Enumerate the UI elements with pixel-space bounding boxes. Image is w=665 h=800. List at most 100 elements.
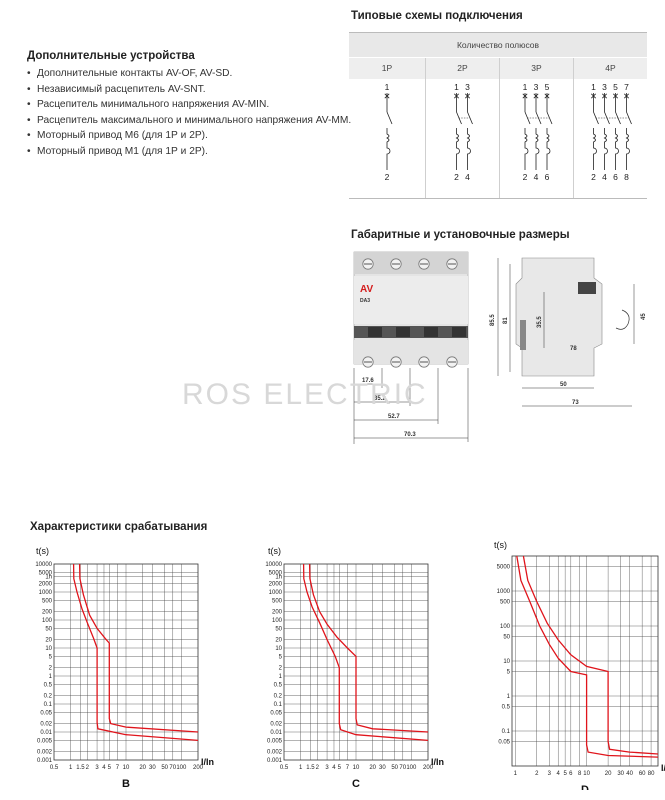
pole-terminal-top: 3 — [534, 82, 539, 92]
y-tick-label: 1000 — [269, 590, 283, 596]
x-tick-label: 10 — [583, 771, 590, 777]
pole-terminal-bottom: 8 — [624, 172, 629, 182]
y-tick-label: 1 — [279, 674, 283, 680]
x-tick-label: 6 — [569, 771, 573, 777]
x-tick-label: 7 — [116, 765, 120, 771]
y-tick-label: 50 — [45, 626, 52, 632]
dim-35-5: 35.5 — [537, 316, 543, 328]
pole-terminal-bottom: 2 — [454, 172, 459, 182]
dimension-lines — [353, 368, 469, 444]
x-tick-label: 4 — [332, 765, 336, 771]
y-tick-label: 0.01 — [270, 730, 282, 736]
y-tick-label: 0.05 — [40, 710, 52, 716]
y-tick-label: 5000 — [497, 565, 511, 571]
chart-name: C — [352, 778, 360, 790]
trip-curve — [308, 563, 429, 733]
y-tick-label: 2000 — [269, 582, 283, 588]
y-tick-label: 0.005 — [267, 738, 283, 744]
x-tick-label: 8 — [578, 771, 582, 777]
contact-mark — [454, 93, 459, 99]
x-tick-label: 3 — [95, 765, 99, 771]
thermal-element — [625, 128, 629, 144]
list-item: Моторный привод М6 (для 1Р и 2Р). — [27, 128, 351, 144]
pole-header-4p: 4P — [574, 58, 647, 79]
y-tick-label: 5 — [49, 654, 53, 660]
side-body — [515, 257, 603, 377]
y-tick-label: 0.02 — [40, 722, 52, 728]
y-axis-label: t(s) — [36, 546, 49, 556]
toggle-handles — [354, 326, 468, 338]
y-tick-label: 5 — [507, 670, 511, 676]
contact-mark — [591, 93, 596, 99]
pole-terminal-bottom: 2 — [385, 172, 390, 182]
y-tick-label: 1000 — [39, 590, 53, 596]
x-tick-label: 70 — [399, 765, 406, 771]
switch-contact — [626, 111, 632, 125]
thermal-element — [535, 128, 539, 144]
y-tick-label: 200 — [42, 610, 53, 616]
y-tick-label: 2 — [49, 666, 53, 672]
y-tick-label: 5000 — [39, 570, 53, 576]
pole-terminal-top: 1 — [591, 82, 596, 92]
y-tick-label: 0.2 — [44, 694, 53, 700]
x-tick-label: 100 — [176, 765, 187, 771]
y-tick-label: 500 — [42, 598, 53, 604]
x-tick-label: 1.5 — [306, 765, 315, 771]
x-tick-label: 1.5 — [76, 765, 85, 771]
bottom-terminal-screws — [362, 356, 458, 368]
y-tick-label: 100 — [500, 624, 511, 630]
y-tick-label: 0.1 — [274, 702, 283, 708]
thermal-element — [455, 128, 459, 144]
y-tick-label: 20 — [45, 638, 52, 644]
x-tick-label: 40 — [626, 771, 633, 777]
chart-name: B — [122, 778, 130, 790]
switch-contact — [467, 111, 473, 125]
y-tick-label: 1 — [507, 694, 511, 700]
pole-terminal-top: 5 — [545, 82, 550, 92]
x-tick-label: 2 — [86, 765, 90, 771]
x-axis-label: I/In — [201, 757, 214, 767]
pole-terminal-bottom: 4 — [534, 172, 539, 182]
dim-52-7: 52.7 — [388, 414, 400, 420]
x-tick-label: 200 — [423, 765, 434, 771]
pole-terminal-top: 3 — [602, 82, 607, 92]
tripping-title: Характеристики срабатывания — [30, 521, 208, 533]
y-tick-label: 5 — [279, 654, 283, 660]
thermal-element — [524, 128, 528, 144]
x-tick-label: 10 — [123, 765, 130, 771]
x-tick-label: 3 — [325, 765, 329, 771]
magnetic-coil — [467, 144, 471, 170]
y-tick-label: 5000 — [269, 570, 283, 576]
contact-mark — [522, 93, 528, 99]
magnetic-coil — [546, 144, 551, 170]
y-tick-label: 100 — [272, 618, 283, 624]
pole-terminal-top: 1 — [523, 82, 528, 92]
x-tick-label: 50 — [391, 765, 398, 771]
y-axis-label: t(s) — [494, 540, 507, 550]
x-tick-label: 2 — [535, 771, 539, 777]
y-tick-label: 100 — [42, 618, 53, 624]
y-tick-label: 10 — [45, 646, 52, 652]
switch-contact — [386, 111, 393, 125]
x-tick-label: 30 — [617, 771, 624, 777]
y-tick-label: 0.005 — [37, 738, 53, 744]
magnetic-coil — [456, 144, 460, 170]
thermal-element — [386, 128, 390, 144]
trip-chart-c: 1000050001h200010005002001005020105210.5… — [265, 546, 444, 790]
y-axis-label: t(s) — [268, 546, 281, 556]
contact-mark — [613, 93, 618, 99]
y-tick-label: 10000 — [265, 562, 282, 568]
list-item: Независимый расцепитель AV-SNT. — [27, 82, 351, 98]
wiring-title: Типовые схемы подключения — [351, 10, 523, 22]
x-tick-label: 30 — [149, 765, 156, 771]
x-tick-label: 4 — [557, 771, 561, 777]
x-tick-label: 5 — [108, 765, 112, 771]
pole-terminal-bottom: 6 — [545, 172, 550, 182]
x-tick-label: 70 — [169, 765, 176, 771]
model-label: DA3 — [360, 298, 370, 304]
y-tick-label: 2000 — [39, 582, 53, 588]
breaker-front-drawing: AV DA3 17.6 35.2 52.7 70.3 — [353, 251, 469, 444]
dimensions-title: Габаритные и установочные размеры — [351, 229, 570, 241]
trip-chart-b: 1000050001h200010005002001005020105210.5… — [35, 546, 214, 790]
